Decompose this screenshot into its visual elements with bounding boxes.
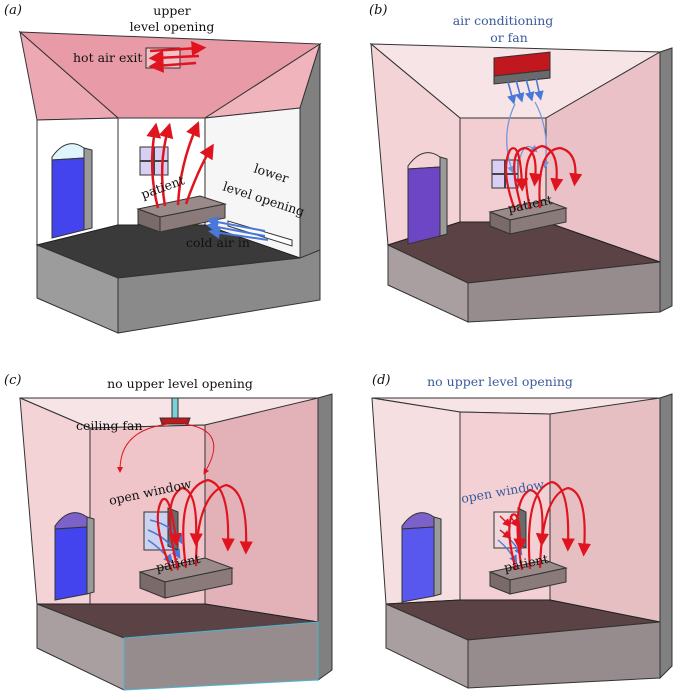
door: [401, 526, 435, 603]
top-label: no upper level opening: [107, 376, 253, 391]
base-slab-side: [117, 249, 321, 334]
panel-tag: (a): [4, 3, 22, 18]
right-wall: [204, 397, 319, 623]
bed-side: [509, 207, 567, 235]
door: [407, 166, 441, 245]
hot-air-label: hot air exit: [73, 50, 142, 65]
base-slab-side: [123, 621, 319, 691]
cold-air-arrows: [206, 216, 269, 241]
panel-a: (a) upper level opening hot air exit pat…: [4, 3, 322, 334]
bed-side: [159, 203, 226, 233]
hot-air-plumes: [156, 478, 253, 572]
ac-unit-bottom: [493, 69, 551, 85]
fan-rod: [171, 397, 179, 419]
bed-side: [164, 567, 233, 599]
door-frame: [439, 156, 448, 237]
ac-label: air conditioning: [453, 13, 554, 28]
door: [54, 526, 88, 601]
panel-d: no upper level opening (d) open window p…: [371, 373, 673, 689]
hot-air-exit-arrows: [148, 40, 207, 73]
door-frame: [86, 516, 95, 595]
right-wall-edge: [659, 393, 673, 680]
ac-airflow: [507, 77, 544, 105]
ceiling-fan: [159, 417, 191, 425]
top-label: no upper level opening: [427, 374, 573, 389]
bed-side: [509, 567, 567, 595]
panel-c: no upper level opening (c) ceiling fan o…: [4, 373, 333, 691]
panel-b: (b) air conditioning or fan patient: [369, 3, 673, 323]
upper-opening-label: level opening: [130, 19, 215, 34]
fan-airflow: [117, 423, 215, 475]
ceiling-fan-label: ceiling fan: [76, 418, 143, 433]
door-frame: [433, 516, 442, 597]
hot-air-plumes: [508, 480, 592, 571]
cold-air-label: cold air in: [186, 235, 250, 250]
panel-tag: (d): [372, 373, 390, 388]
door-frame: [83, 147, 93, 231]
base-slab-side: [467, 621, 661, 689]
window-inflow-arrows: [499, 515, 519, 539]
ac-label: or fan: [490, 30, 528, 45]
hot-air-plumes: [146, 121, 214, 209]
upper-opening-label: upper: [153, 3, 190, 18]
panel-tag: (b): [369, 3, 387, 18]
right-wall-edge: [659, 47, 673, 313]
hot-air-plumes: [504, 144, 583, 211]
panel-tag: (c): [4, 373, 21, 388]
right-wall-edge: [317, 393, 333, 681]
base-slab-side: [467, 261, 661, 323]
door: [51, 157, 85, 239]
